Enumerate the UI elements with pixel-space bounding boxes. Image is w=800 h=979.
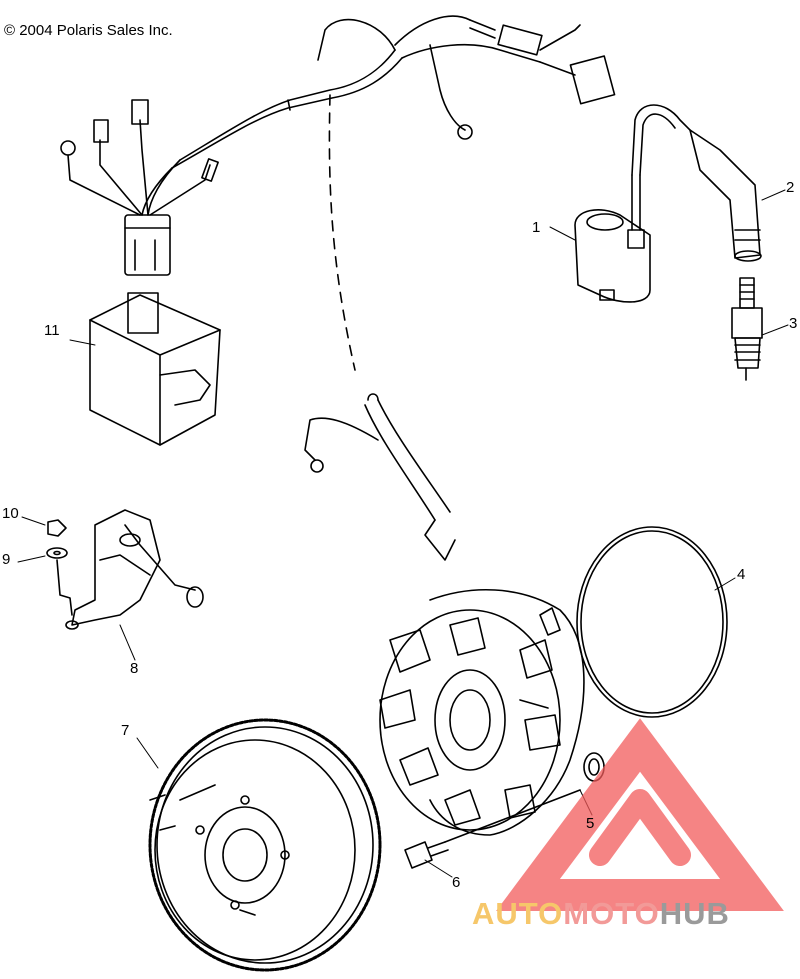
cdi-box (89, 292, 221, 446)
callout-5: 5 (586, 815, 595, 832)
washer (46, 547, 68, 559)
copyright-text: © 2004 Polaris Sales Inc. (4, 22, 173, 39)
callout-3: 3 (789, 315, 798, 332)
spark-plug-cap (689, 129, 762, 262)
callout-8: 8 (130, 660, 139, 677)
spark-plug (731, 277, 763, 381)
callout-11: 11 (44, 322, 60, 339)
stator (379, 588, 585, 836)
callout-7: 7 (121, 722, 130, 739)
wiring-harness (60, 15, 616, 276)
ignition-coil (574, 104, 691, 303)
callout-10: 10 (2, 505, 19, 522)
callout-6: 6 (452, 874, 461, 891)
regulator-bracket (65, 509, 204, 630)
watermark-hub: HUB (659, 896, 730, 931)
watermark-triangle-icon (496, 718, 784, 911)
watermark-logo: AUTOMOTOHUB (472, 896, 730, 932)
callout-4: 4 (737, 566, 746, 583)
callout-1: 1 (532, 219, 541, 236)
bolt (404, 789, 581, 869)
routing-line (328, 94, 356, 371)
stator-wiring (304, 393, 456, 561)
watermark-moto: MOTO (563, 896, 660, 931)
gasket-ring (576, 526, 728, 718)
callout-2: 2 (786, 179, 795, 196)
callout-9: 9 (2, 551, 11, 568)
flywheel (148, 718, 382, 972)
nut (47, 519, 67, 537)
watermark-auto: AUTO (472, 896, 564, 931)
